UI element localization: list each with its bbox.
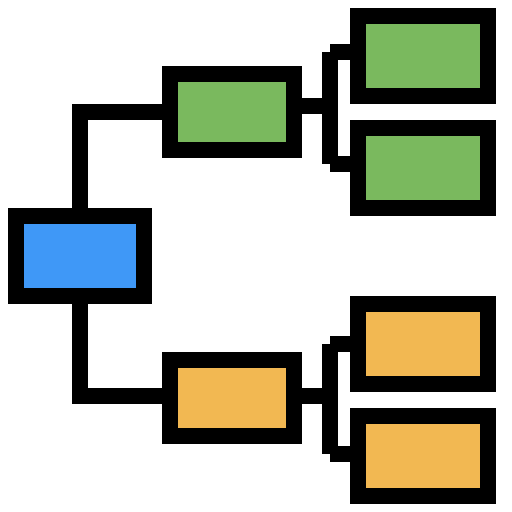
connector-upper-middle-to-leaves [294, 44, 358, 172]
upper-bottom-leaf-node [350, 120, 496, 216]
connectors [72, 44, 358, 462]
upper-middle-node [162, 66, 302, 158]
connector-root-to-upper-middle [72, 104, 170, 216]
upper-top-leaf-node [350, 8, 496, 104]
root-node [8, 208, 152, 304]
connector-root-to-lower-middle [72, 296, 170, 404]
lower-bottom-leaf-node [350, 408, 496, 504]
lower-middle-node [162, 352, 302, 444]
lower-top-leaf-node [350, 296, 496, 392]
connector-lower-middle-to-leaves [294, 336, 358, 462]
